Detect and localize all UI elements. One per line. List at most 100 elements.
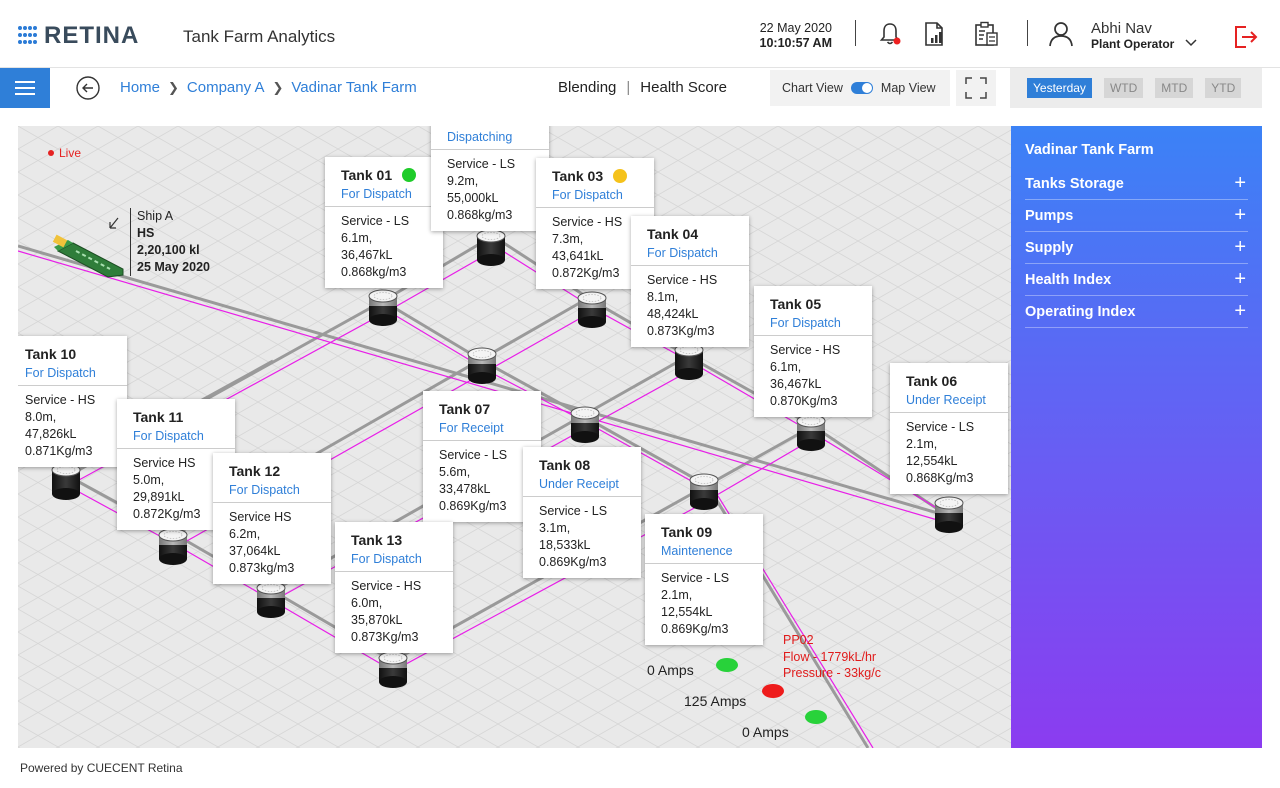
tank-marker-icon[interactable]	[796, 414, 826, 451]
tank-marker-icon[interactable]	[934, 496, 964, 533]
panel-item[interactable]: Supply+	[1025, 232, 1248, 264]
logout-icon[interactable]	[1233, 24, 1259, 50]
plus-icon[interactable]: +	[1234, 172, 1246, 194]
tank-service: Service - HS	[647, 273, 718, 287]
tank-status: For Dispatch	[647, 246, 718, 260]
amp-reading: 0 Amps	[647, 662, 694, 678]
tank-farm-map[interactable]: Live Ship A HS 2,20,100 kl 25 May 2020 T…	[18, 126, 1011, 748]
ship-volume: 2,20,100 kl	[137, 243, 200, 257]
plus-icon[interactable]: +	[1234, 268, 1246, 290]
panel-item[interactable]: Health Index+	[1025, 264, 1248, 296]
retina-logo[interactable]: RETINA	[18, 22, 139, 50]
tank-service: Service - LS	[539, 504, 608, 518]
tank-marker-icon[interactable]	[51, 463, 81, 500]
period-mtd[interactable]: MTD	[1155, 78, 1194, 98]
tank-title: Tank 01	[341, 167, 393, 183]
tank-marker-icon[interactable]	[158, 528, 188, 565]
breadcrumb-tank-farm[interactable]: Vadinar Tank Farm	[291, 79, 417, 96]
breadcrumb-home[interactable]: Home	[120, 79, 161, 96]
tank-title-row: Tank 01	[341, 167, 427, 183]
plus-icon[interactable]: +	[1234, 300, 1246, 322]
tank-density: 0.873Kg/m3	[647, 324, 715, 338]
tank-marker-icon[interactable]	[467, 347, 497, 384]
logo-dots-icon	[18, 26, 38, 46]
user-role[interactable]: Plant Operator	[1091, 37, 1175, 51]
chevron-down-icon[interactable]	[1184, 38, 1198, 48]
period-ytd[interactable]: YTD	[1205, 78, 1242, 98]
tank-status: For Dispatch	[341, 187, 412, 201]
amp-reading: 0 Amps	[742, 724, 789, 740]
tank-density: 0.872Kg/m3	[552, 266, 620, 280]
chart-view-label[interactable]: Chart View	[782, 81, 843, 95]
breadcrumb: Home ❯ Company A ❯ Vadinar Tank Farm	[120, 79, 417, 96]
chevron-right-icon: ❯	[168, 79, 179, 95]
tank-marker-icon[interactable]	[570, 406, 600, 443]
tank-marker-icon[interactable]	[577, 291, 607, 328]
tank-marker-icon[interactable]	[256, 581, 286, 618]
view-switch[interactable]	[850, 82, 873, 94]
pump-flow: Flow - 1779kL/hr	[783, 649, 877, 664]
period-yesterday[interactable]: Yesterday	[1027, 78, 1092, 98]
tab-blending[interactable]: Blending	[558, 79, 617, 96]
period-wtd[interactable]: WTD	[1103, 78, 1144, 98]
tank-density: 0.871Kg/m3	[25, 444, 93, 458]
ship-name: Ship A	[137, 209, 174, 223]
tank-card[interactable]: Tank 02DispatchingService - LS9.2m, 55,0…	[431, 126, 549, 231]
tank-markers	[51, 229, 964, 688]
panel-item[interactable]: Operating Index+	[1025, 296, 1248, 328]
tank-marker-icon[interactable]	[689, 473, 719, 510]
tank-level: 6.1m, 36,467kL	[341, 231, 393, 262]
tank-density: 0.869Kg/m3	[539, 555, 607, 569]
report-icon[interactable]	[920, 20, 948, 48]
footer: Powered by CUECENT Retina	[20, 761, 183, 775]
panel-item[interactable]: Tanks Storage+	[1025, 168, 1248, 200]
tank-title: Tank 10	[25, 346, 77, 362]
tank-density: 0.870Kg/m3	[770, 394, 838, 408]
pump-name: PP02	[783, 633, 814, 647]
tank-marker-icon[interactable]	[674, 343, 704, 380]
plus-icon[interactable]: +	[1234, 204, 1246, 226]
bell-icon[interactable]	[876, 20, 904, 48]
tank-card-header: Tank 05 For Dispatch	[754, 286, 872, 336]
map-view-label[interactable]: Map View	[880, 81, 936, 95]
tank-marker-icon[interactable]	[368, 289, 398, 326]
clipboard-icon[interactable]	[972, 20, 1000, 48]
back-button[interactable]	[76, 76, 100, 100]
live-label: Live	[59, 146, 82, 160]
view-toggle: Chart View Map View	[770, 70, 950, 106]
tank-marker-icon[interactable]	[476, 229, 506, 266]
tank-title-row: Tank 12	[229, 463, 315, 479]
plus-icon[interactable]: +	[1234, 236, 1246, 258]
breadcrumb-company[interactable]: Company A	[186, 79, 265, 96]
hamburger-menu-button[interactable]	[0, 68, 50, 108]
panel-item[interactable]: Pumps+	[1025, 200, 1248, 232]
tank-level: 9.2m, 55,000kL	[447, 174, 499, 205]
tank-title-row: Tank 05	[770, 296, 856, 312]
tank-marker-icon[interactable]	[378, 651, 408, 688]
tank-service: Service - LS	[661, 571, 730, 585]
user-icon[interactable]	[1047, 20, 1075, 48]
fullscreen-button[interactable]	[956, 70, 996, 106]
tank-service: Service - LS	[906, 420, 975, 434]
tab-health-score[interactable]: Health Score	[640, 79, 728, 96]
tank-density: 0.868kg/m3	[447, 208, 513, 222]
tank-level: 6.1m, 36,467kL	[770, 360, 822, 391]
tank-status: For Dispatch	[770, 316, 841, 330]
pump-info[interactable]: PP02 Flow - 1779kL/hr Pressure - 33kg/c	[783, 632, 881, 682]
tank-title-row: Tank 06	[906, 373, 992, 389]
